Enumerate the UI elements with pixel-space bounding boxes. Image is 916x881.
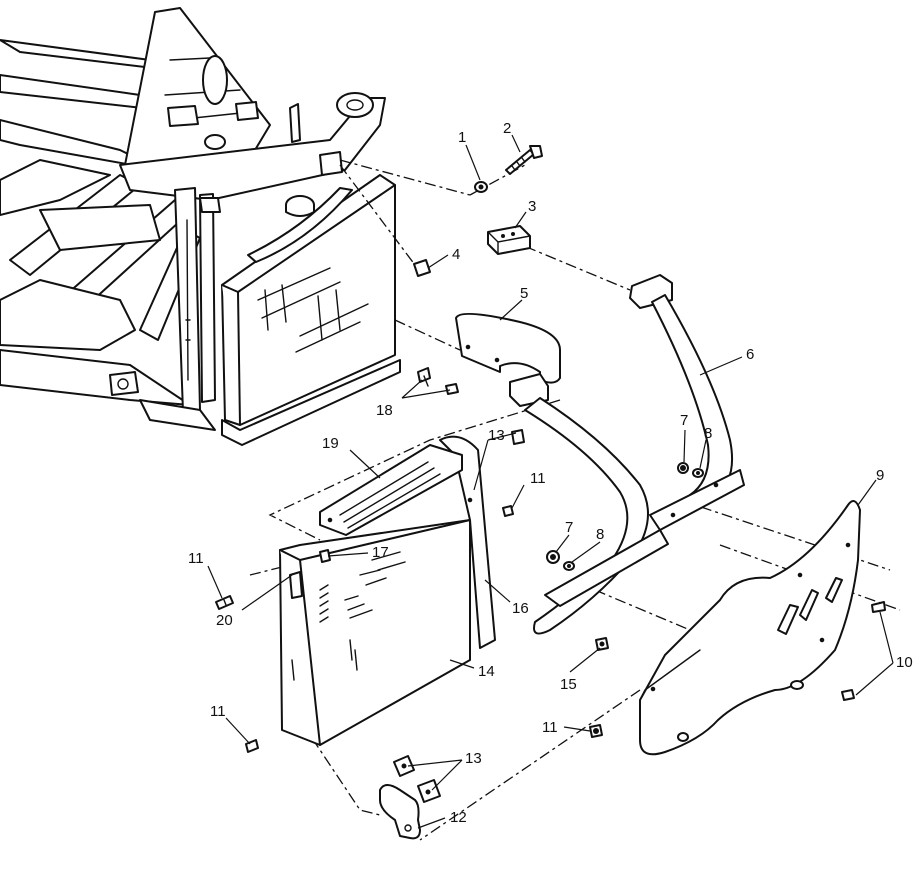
callout-2: 2 [503, 120, 511, 137]
rivet-17 [319, 549, 331, 563]
screw-11-right [502, 505, 514, 517]
callout-labels: 1 2 3 4 5 6 7 8 9 10 11 13 7 8 18 19 11 … [188, 120, 913, 826]
side-plate-16 [439, 435, 496, 649]
shroud-14 [279, 519, 471, 746]
washer-1 [474, 181, 488, 193]
callout-7a: 7 [680, 412, 688, 429]
callout-18: 18 [376, 402, 393, 419]
callout-4: 4 [452, 246, 460, 263]
callout-3: 3 [528, 198, 536, 215]
bumper-plate-5 [455, 312, 561, 384]
screw-15 [595, 637, 609, 651]
callout-8b: 8 [596, 526, 604, 543]
screw-11-left [215, 595, 234, 610]
callout-16: 16 [512, 600, 529, 617]
leader-lines [207, 134, 894, 829]
callout-6: 6 [746, 346, 754, 363]
skid-plate-9 [639, 500, 861, 756]
spacer-3 [487, 225, 531, 255]
bracket-12 [379, 755, 441, 840]
callout-19: 19 [322, 435, 339, 452]
screw-10a [871, 601, 886, 613]
top-grille-19 [319, 444, 463, 536]
callout-13b: 13 [465, 750, 482, 767]
rivet-18a [417, 367, 431, 387]
callout-5: 5 [520, 285, 528, 302]
callout-11a: 11 [530, 470, 546, 487]
assembly-lines [249, 159, 901, 841]
screw-11-skid [589, 724, 603, 738]
callout-7b: 7 [565, 519, 573, 536]
callout-20: 20 [216, 612, 233, 629]
callout-11c: 11 [210, 703, 226, 720]
bumper-bar-front [509, 373, 669, 635]
nut-clip-4 [413, 259, 431, 277]
nut-7-upper [677, 462, 689, 474]
callout-11d: 11 [542, 719, 558, 736]
callout-11b: 11 [188, 550, 204, 567]
callout-15: 15 [560, 676, 577, 693]
callout-17: 17 [372, 544, 389, 561]
rivet-18b [445, 383, 459, 395]
washer-8-lower [563, 561, 575, 571]
callout-13a: 13 [488, 427, 505, 444]
bumper-bar-6 [629, 274, 745, 531]
screw-10b [841, 689, 855, 701]
callout-9: 9 [876, 467, 884, 484]
clip-13-upper [511, 429, 525, 445]
nut-7-lower [546, 550, 560, 564]
callout-8a: 8 [704, 425, 712, 442]
vehicle-frame [0, 7, 386, 431]
callout-10: 10 [896, 654, 913, 671]
callout-12: 12 [450, 809, 467, 826]
callout-14: 14 [478, 663, 495, 680]
radiator [221, 174, 401, 446]
callout-1: 1 [458, 129, 466, 146]
washer-8-upper [692, 468, 704, 478]
bolt-2 [505, 145, 543, 175]
